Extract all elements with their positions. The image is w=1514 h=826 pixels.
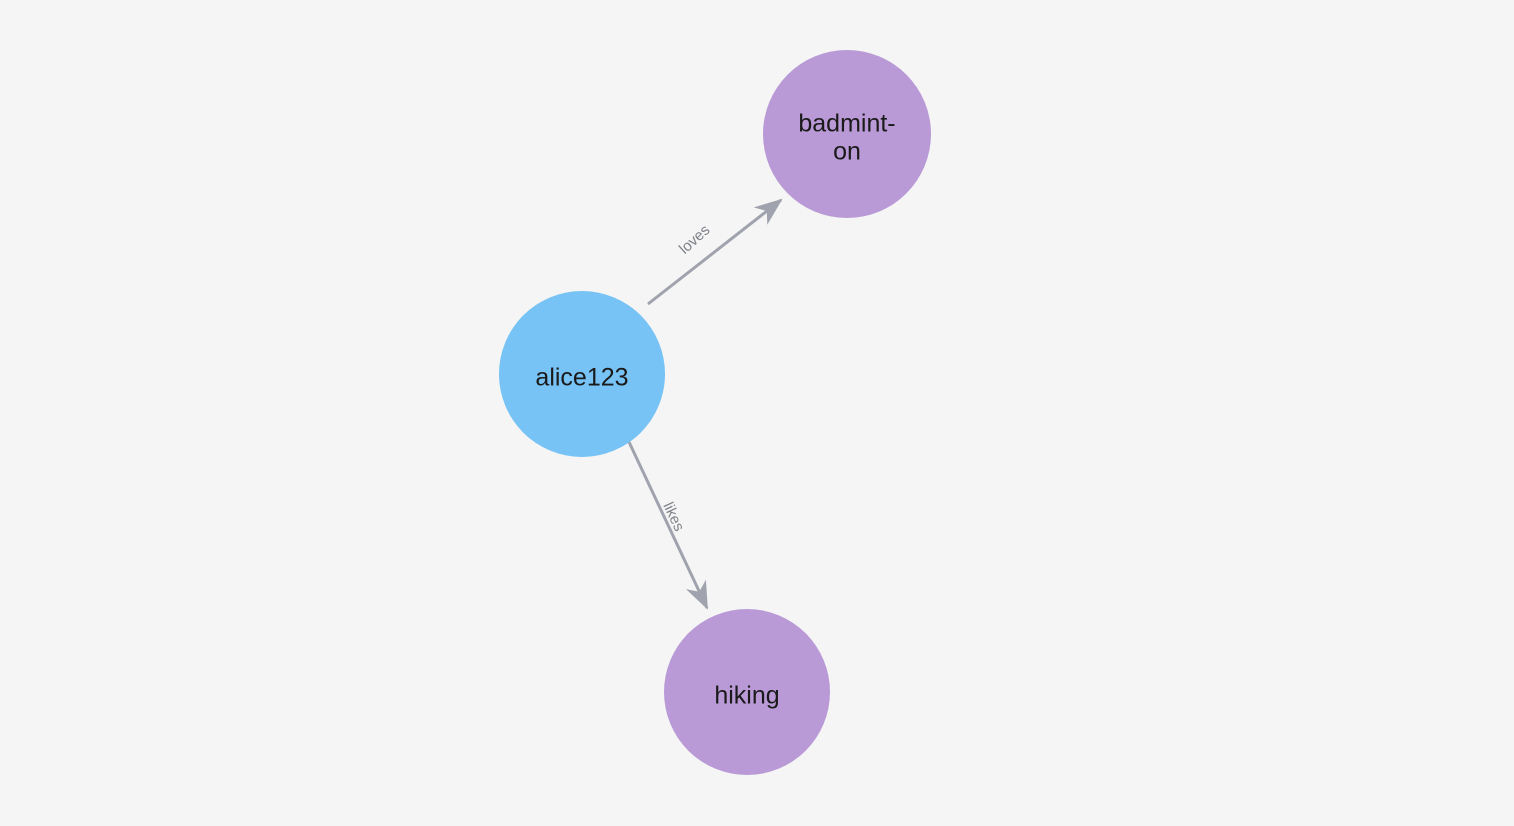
edge-line-loves[interactable]	[647, 198, 782, 306]
node-badminton[interactable]: badmint- on	[763, 50, 931, 218]
node-circle-badminton[interactable]	[763, 50, 931, 218]
edge-arrowhead-loves	[753, 198, 783, 225]
node-circle-hiking[interactable]	[664, 609, 830, 775]
nodes-layer: badmint- on alice123 hiking	[499, 50, 931, 775]
node-hiking[interactable]: hiking	[664, 609, 830, 775]
edge-line-likes[interactable]	[627, 441, 709, 609]
edge-arrowhead-likes	[686, 579, 708, 610]
edge-alice123-likes-hiking[interactable]: likes	[627, 441, 709, 610]
edge-alice123-loves-badminton[interactable]: loves	[647, 198, 783, 306]
node-circle-alice123[interactable]	[499, 291, 665, 457]
node-alice123[interactable]: alice123	[499, 291, 665, 457]
edge-label-loves: loves	[676, 222, 713, 258]
